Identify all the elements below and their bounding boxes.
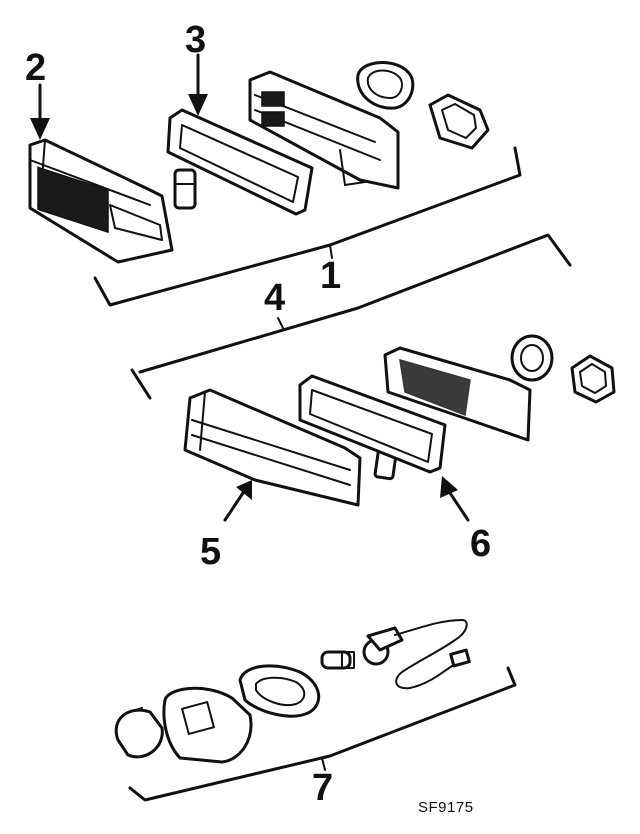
reference-code: SF9175: [418, 799, 474, 816]
callout-2: 2: [25, 47, 46, 89]
wire-harness: [394, 619, 471, 690]
bracket-7-tick: [321, 757, 326, 771]
callout-4: 4: [264, 277, 285, 319]
arrow-2: [30, 83, 50, 140]
callout-6: 6: [470, 523, 491, 565]
arrow-5: [223, 480, 252, 522]
gasket-part-3: [166, 108, 314, 216]
callout-5: 5: [200, 531, 221, 573]
callout-1: 1: [320, 255, 341, 297]
gasket-small-middle: [570, 354, 616, 404]
bracket-1-tick: [329, 244, 333, 259]
wire-connector: [362, 626, 404, 666]
gasket-part-6: [298, 374, 447, 474]
arrow-3: [188, 53, 208, 116]
bracket-group-4: [130, 233, 572, 400]
lens-cap: [114, 707, 164, 759]
lamp-rear-housing: [248, 70, 400, 190]
gasket-oval: [238, 664, 321, 718]
socket-ring: [356, 61, 415, 110]
small-bulb: [320, 650, 355, 670]
callout-7: 7: [312, 767, 333, 809]
callout-3: 3: [185, 19, 206, 61]
lamp-housing-part-5: [183, 388, 362, 507]
bracket-group-7: [128, 666, 517, 802]
bulb-part-small: [173, 168, 197, 210]
small-gasket: [428, 93, 490, 150]
socket-middle: [510, 334, 554, 382]
socket-body: [162, 686, 253, 764]
arrow-6: [440, 476, 470, 522]
lamp-housing-part-2: [28, 138, 174, 264]
lamp-rear-housing-middle: [383, 346, 532, 442]
bracket-4-tick: [277, 317, 285, 331]
